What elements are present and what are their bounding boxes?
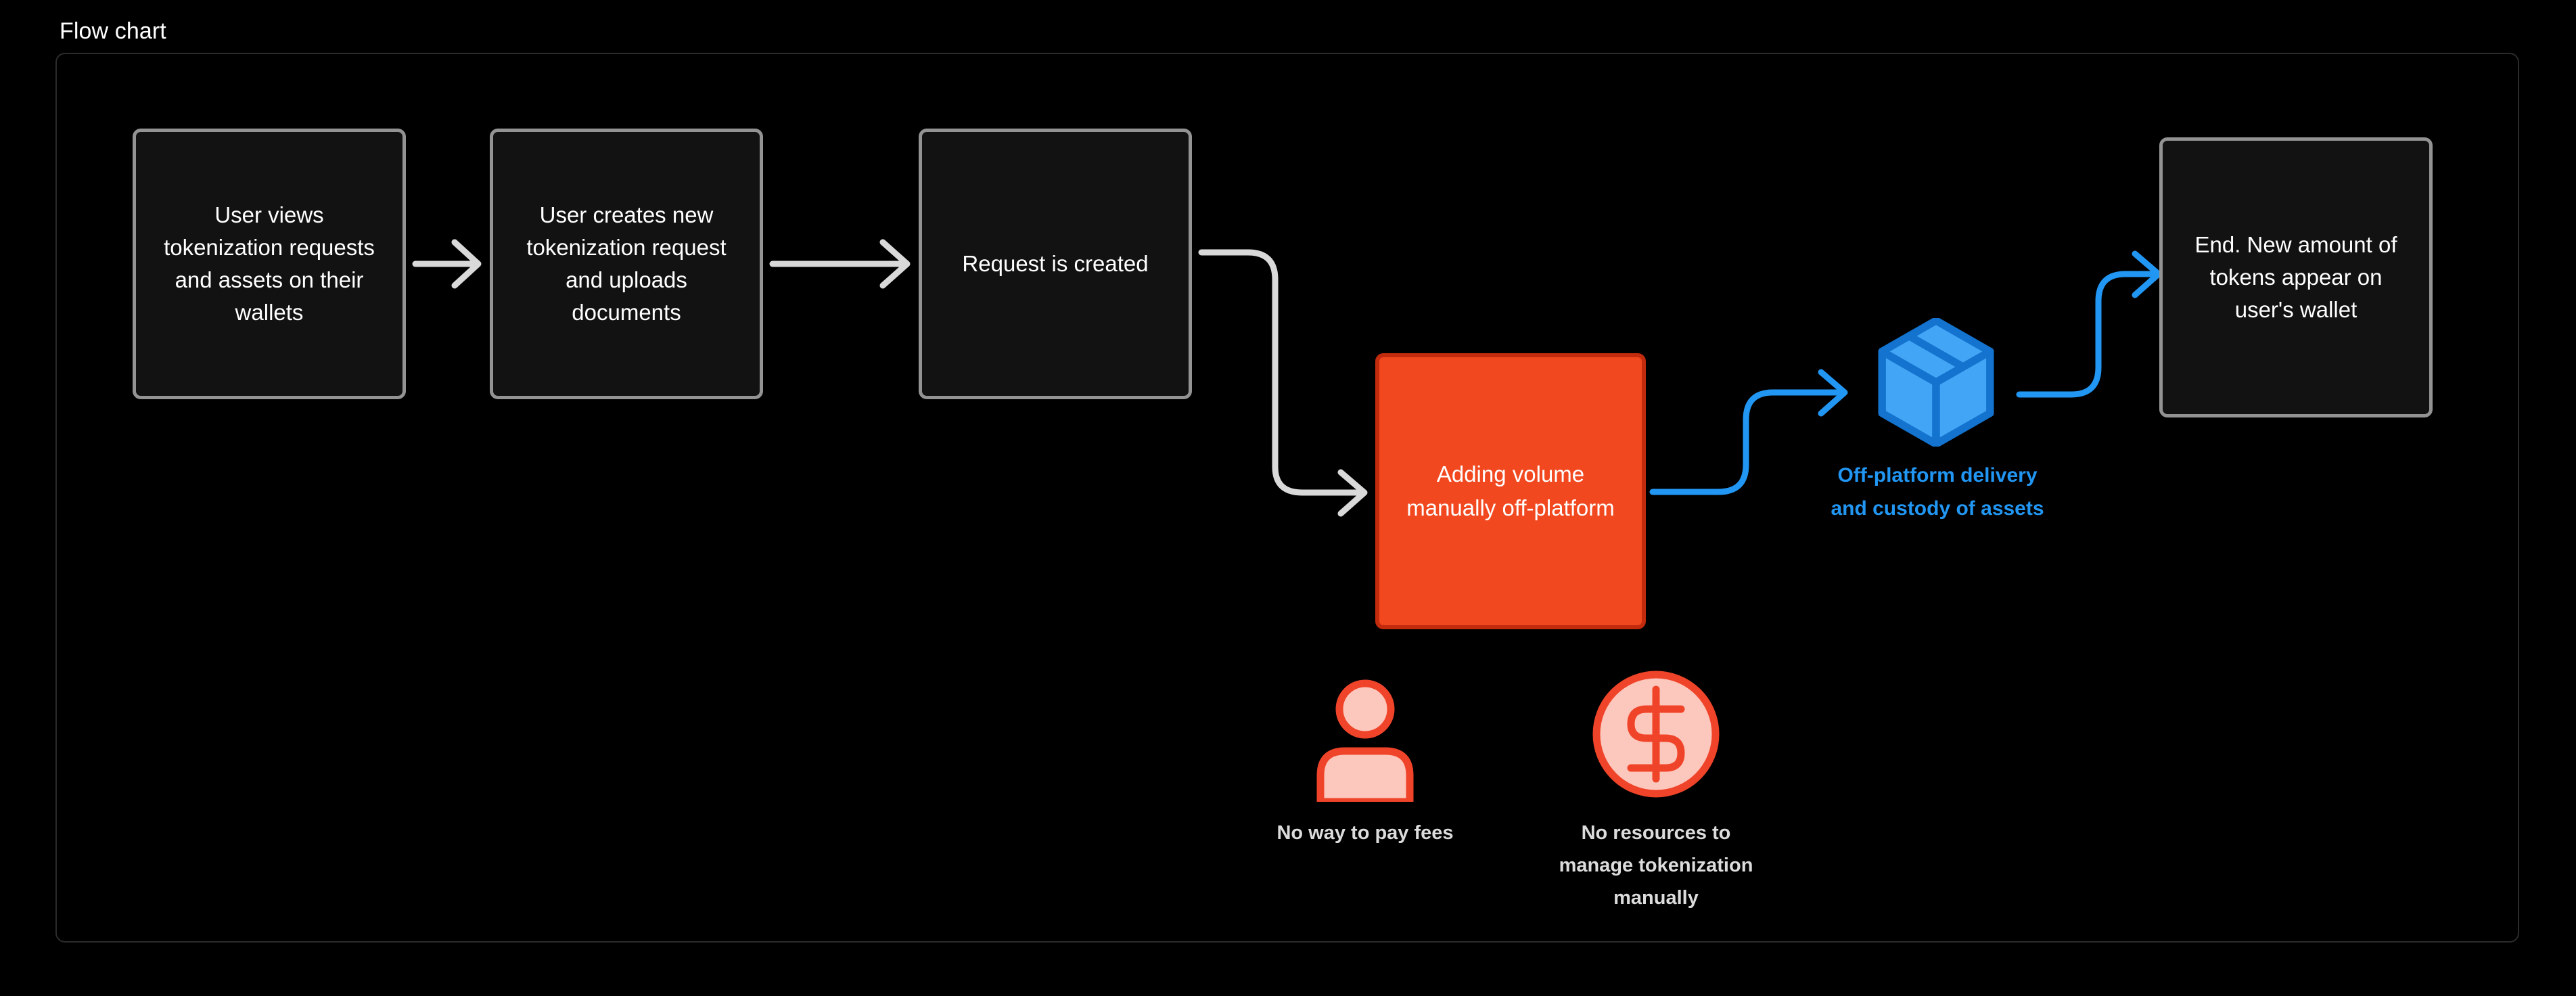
node-user-views-requests[interactable]: User views tokenization requests and ass… [133, 129, 406, 399]
node-adding-volume-manually[interactable]: Adding volume manually off-platform [1375, 353, 1646, 629]
node-end-tokens-on-wallet[interactable]: End. New amount of tokens appear on user… [2159, 137, 2433, 417]
node-label: End. New amount of tokens appear on user… [2194, 232, 2397, 322]
node-label: Adding volume manually off-platform [1406, 461, 1615, 520]
dollar-coin-icon [1592, 671, 1720, 798]
person-icon [1316, 679, 1414, 802]
pain-point-no-resources[interactable]: No resources to manage tokenization manu… [1514, 660, 1798, 914]
cube-caption-label: Off-platform delivery and custody of ass… [1831, 464, 2044, 520]
node-label: Request is created [962, 251, 1149, 276]
pain-point-label: No resources to manage tokenization manu… [1559, 822, 1753, 909]
node-label: User views tokenization requests and ass… [164, 202, 375, 325]
icon-wrap [1223, 660, 1507, 802]
off-platform-delivery-group[interactable]: Off-platform delivery and custody of ass… [1789, 318, 2086, 541]
node-label: User creates new tokenization request an… [526, 202, 727, 325]
flow-chart-container [55, 53, 2519, 943]
page-title: Flow chart [60, 18, 166, 44]
node-user-creates-request[interactable]: User creates new tokenization request an… [490, 129, 763, 399]
pain-point-no-way-to-pay-fees[interactable]: No way to pay fees [1223, 660, 1507, 849]
icon-wrap [1514, 660, 1798, 802]
node-request-is-created[interactable]: Request is created [919, 129, 1192, 399]
pain-point-label: No way to pay fees [1276, 822, 1454, 844]
cube-box-icon [1878, 318, 1994, 447]
